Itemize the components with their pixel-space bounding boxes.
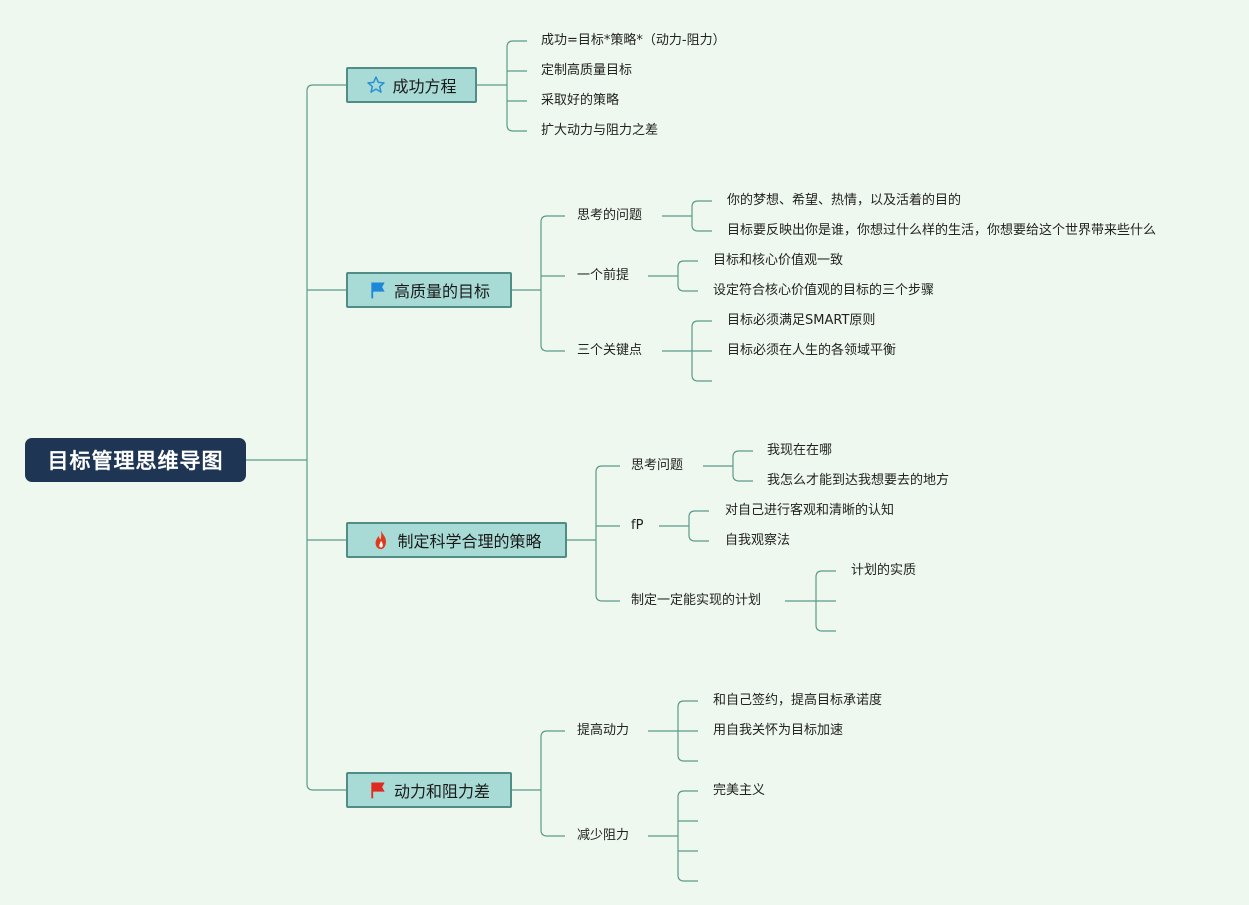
connector-line — [540, 215, 565, 223]
connector-line — [540, 344, 565, 352]
branch-label: 制定科学合理的策略 — [397, 532, 542, 551]
branch-success-equation[interactable]: 成功方程 — [346, 67, 477, 103]
sub-node[interactable]: 制定一定能实现的计划 — [631, 593, 762, 608]
leaf-node[interactable]: 扩大动力与阻力之差 — [541, 123, 659, 138]
sub-node[interactable]: 思考的问题 — [577, 208, 643, 223]
connector-line — [815, 570, 836, 578]
leaf-node[interactable]: 完美主义 — [713, 783, 766, 798]
branch-strategy[interactable]: 制定科学合理的策略 — [346, 522, 567, 558]
leaf-node[interactable]: 定制高质量目标 — [541, 63, 633, 78]
leaf-node[interactable]: 目标要反映出你是谁，你想过什么样的生活，你想要给这个世界带来些什么 — [727, 223, 1157, 238]
leaf-node[interactable]: 对自己进行客观和清晰的认知 — [725, 503, 895, 518]
blue-flag-icon — [368, 280, 388, 300]
branch-motivation-resistance[interactable]: 动力和阻力差 — [346, 772, 512, 808]
connector-line — [306, 783, 346, 791]
connector-line — [540, 829, 565, 837]
leaf-node[interactable]: 自我观察法 — [725, 533, 791, 548]
connector-line — [595, 465, 620, 473]
star-icon — [366, 75, 386, 95]
connector-line — [677, 700, 698, 708]
connector-line — [691, 200, 712, 208]
red-flag-icon — [368, 780, 388, 800]
sub-node[interactable]: 三个关键点 — [577, 343, 643, 358]
sub-node[interactable]: 一个前提 — [577, 268, 630, 283]
sub-node[interactable]: 减少阻力 — [577, 828, 630, 843]
leaf-node[interactable]: 采取好的策略 — [541, 93, 620, 108]
leaf-node[interactable]: 我怎么才能到达我想要去的地方 — [767, 473, 950, 488]
leaf-node[interactable]: 成功=目标*策略*（动力-阻力） — [541, 33, 726, 48]
connector-line — [677, 754, 698, 762]
connector-line — [506, 40, 527, 48]
connector-line — [540, 730, 565, 738]
connector-line — [815, 624, 836, 632]
leaf-node[interactable]: 设定符合核心价值观的目标的三个步骤 — [713, 283, 935, 298]
sub-node[interactable]: 提高动力 — [577, 723, 630, 738]
sub-node[interactable]: 思考问题 — [631, 458, 684, 473]
leaf-node[interactable]: 用自我关怀为目标加速 — [713, 723, 844, 738]
leaf-node[interactable]: 和自己签约，提高目标承诺度 — [713, 693, 883, 708]
connector-line — [677, 790, 698, 798]
branch-label: 高质量的目标 — [393, 282, 490, 301]
branch-quality-goals[interactable]: 高质量的目标 — [346, 272, 512, 308]
leaf-node[interactable]: 目标必须在人生的各领域平衡 — [727, 343, 897, 358]
leaf-node[interactable]: 目标必须满足SMART原则 — [727, 313, 876, 328]
sub-node[interactable]: fP — [631, 518, 644, 533]
connector-line — [691, 374, 712, 382]
connector-line — [306, 84, 346, 92]
connector-line — [677, 284, 698, 292]
leaf-node[interactable]: 你的梦想、希望、热情，以及活着的目的 — [727, 193, 962, 208]
connector-line — [732, 474, 753, 482]
connector-line — [506, 124, 527, 132]
root-node[interactable]: 目标管理思维导图 — [25, 438, 246, 482]
branch-label: 成功方程 — [392, 77, 457, 96]
connector-line — [688, 534, 709, 542]
fire-icon — [371, 530, 391, 550]
leaf-node[interactable]: 目标和核心价值观一致 — [713, 253, 844, 268]
leaf-node[interactable]: 计划的实质 — [851, 563, 917, 578]
connector-line — [677, 874, 698, 882]
connector-line — [732, 450, 753, 458]
connector-line — [595, 594, 620, 602]
connector-line — [677, 260, 698, 268]
connector-line — [691, 224, 712, 232]
connector-line — [691, 320, 712, 328]
leaf-node[interactable]: 我现在在哪 — [767, 443, 833, 458]
branch-label: 动力和阻力差 — [393, 782, 490, 801]
connector-line — [688, 510, 709, 518]
